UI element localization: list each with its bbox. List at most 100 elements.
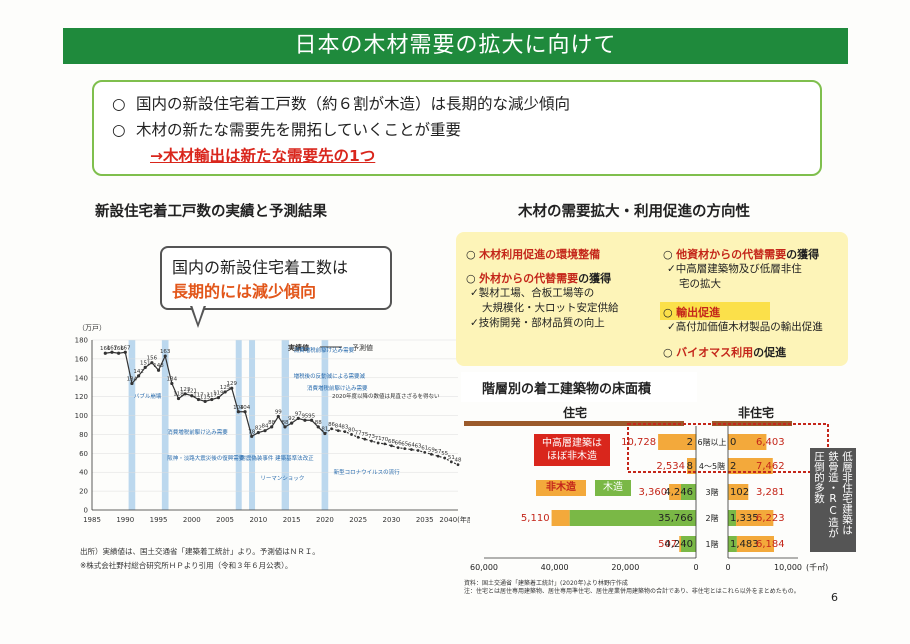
x-tick-label: 2015 (283, 516, 301, 524)
source-note-1: 出所）実績値は、国土交通省「建築着工統計」より。予測値はＮＲＩ。 (80, 547, 320, 556)
nonhousing-non-wood-value: 6,223 (756, 513, 785, 524)
actual-point (170, 381, 174, 386)
forecast-value-label: 55 (441, 451, 448, 457)
legend-forecast: 予測値 (352, 343, 373, 352)
dir-sub-export: ✓高付加価値木材製品の輸出促進 (667, 321, 823, 333)
bar-nonhousing-wood (728, 510, 737, 526)
event-band (128, 340, 136, 510)
actual-series-line (105, 351, 326, 438)
actual-value-label: 88 (268, 420, 275, 426)
actual-point (276, 414, 280, 419)
bar-nonhousing-non-wood (728, 458, 773, 474)
x-tick-label: 2035 (416, 516, 434, 524)
actual-value-label: 81 (321, 427, 328, 433)
actual-value-label: 167 (120, 345, 131, 351)
series-points: 1661671661671341421511561481631341181231… (100, 345, 462, 467)
forecast-point (363, 437, 367, 441)
chart-grid (91, 339, 458, 511)
actual-value-label: 95 (308, 413, 315, 419)
dir-item-other: ○ 他資材からの代替需要の獲得 (663, 248, 820, 261)
floor-label: 6階以上 (697, 437, 726, 447)
dir-item-outside: ○ 外材からの代替需要の獲得 (466, 272, 612, 285)
actual-point (143, 365, 147, 369)
event-label: 阪神・淡路大震災後の復興需要 (167, 454, 245, 462)
actual-value-label: 78 (248, 429, 255, 435)
x-tick-label: 2040(年度) (439, 515, 470, 524)
floor-note-1: 資料：国土交通省「建築着工統計」(2020年)より林野庁作成 (464, 580, 628, 587)
event-label: リーマンショック (260, 475, 304, 482)
summary-arrow-line: →木材輸出は新たな需要先の1つ (150, 147, 376, 165)
bar-housing-wood (569, 510, 696, 526)
actual-value-label: 104 (233, 405, 244, 411)
left-section-title: 新設住宅着工戸数の実績と予測結果 (95, 204, 327, 220)
bar-housing-non-wood (687, 458, 696, 474)
non-housing-label: 非住宅 (738, 406, 775, 420)
housing-divider (464, 421, 684, 426)
forecast-value-label: 80 (348, 427, 355, 433)
actual-value-label: 82 (255, 426, 262, 432)
actual-value-label: 123 (180, 387, 191, 393)
event-band (161, 340, 169, 510)
bubble-tail-inner (192, 305, 204, 323)
forecast-value-label: 86 (328, 422, 335, 428)
actual-value-label: 166 (113, 346, 124, 352)
actual-value-label: 95 (301, 413, 308, 419)
y-tick-label: 20 (79, 488, 88, 496)
actual-value-label: 88 (281, 420, 288, 426)
actual-value-label: 121 (187, 389, 198, 395)
forecast-point (410, 448, 413, 451)
actual-value-label: 151 (140, 360, 151, 366)
non-wood-tag: 非木造 (536, 480, 586, 496)
forecast-point (370, 439, 373, 443)
actual-value-label: 97 (295, 411, 302, 417)
y-tick-label: 80 (79, 431, 88, 439)
housing-label: 住宅 (563, 406, 588, 420)
x-tick-label: 2020 (316, 516, 334, 524)
bar-housing-wood (681, 536, 696, 552)
bubble-line-2: 長期的には減少傾向 (172, 282, 317, 301)
forecast-point (343, 430, 347, 434)
actual-point (117, 351, 121, 355)
summary-line-2: ○木材の新たな需要先を開拓していくことが重要 (112, 121, 462, 139)
forecast-point (330, 427, 333, 431)
forecast-value-label: 51 (448, 455, 455, 461)
y-axis-label: （万戸） (78, 324, 106, 332)
bubble-line-1: 国内の新設住宅着工数は (172, 258, 349, 277)
actual-point (236, 410, 240, 414)
bar-nonhousing-non-wood (728, 484, 749, 500)
actual-value-label: 88 (315, 420, 322, 426)
housing-wood-value: 4,246 (664, 487, 693, 498)
housing-non-wood-value: 5,110 (521, 513, 550, 524)
nonhousing-non-wood-value: 6,184 (756, 539, 785, 550)
export-highlight (660, 302, 770, 320)
actual-point (103, 351, 107, 355)
housing-axis-tick: 20,000 (611, 563, 639, 572)
nonhousing-non-wood-value: 6,403 (756, 437, 785, 448)
actual-value-label: 156 (147, 356, 158, 362)
actual-point (156, 368, 161, 372)
side-callout: 低層非住宅建築は 鉄骨造・RC造が 圧倒的多数 (810, 448, 856, 552)
bar-housing-non-wood (679, 536, 682, 552)
actual-point (130, 381, 134, 386)
actual-value-label: 99 (275, 410, 282, 416)
actual-point (196, 397, 201, 402)
dir-sub-outside: ✓製材工場、合板工場等の 大規模化・大ロット安定供給 ✓技術開発・部材品質の向上 (470, 287, 619, 329)
y-tick-label: 0 (84, 507, 88, 515)
direction-box (456, 232, 848, 366)
actual-point (256, 430, 260, 435)
forecast-point (356, 435, 360, 439)
floor-note-2: 注：住宅とは居住専用建築物、居住専用準住宅、居住産業併用建築物の合計であり、非住… (464, 588, 800, 595)
housing-wood-value: 4,240 (664, 539, 693, 550)
actual-value-label: 84 (262, 424, 269, 430)
right-section-title: 木材の需要拡大・利用促進の方向性 (518, 204, 750, 220)
floor-title-bar (461, 372, 697, 402)
event-bands (128, 340, 329, 510)
actual-value-label: 125 (220, 385, 231, 391)
forecast-point (423, 450, 427, 454)
actual-point (303, 418, 307, 422)
forecast-value-label: 68 (388, 439, 395, 445)
actual-point (263, 429, 267, 433)
